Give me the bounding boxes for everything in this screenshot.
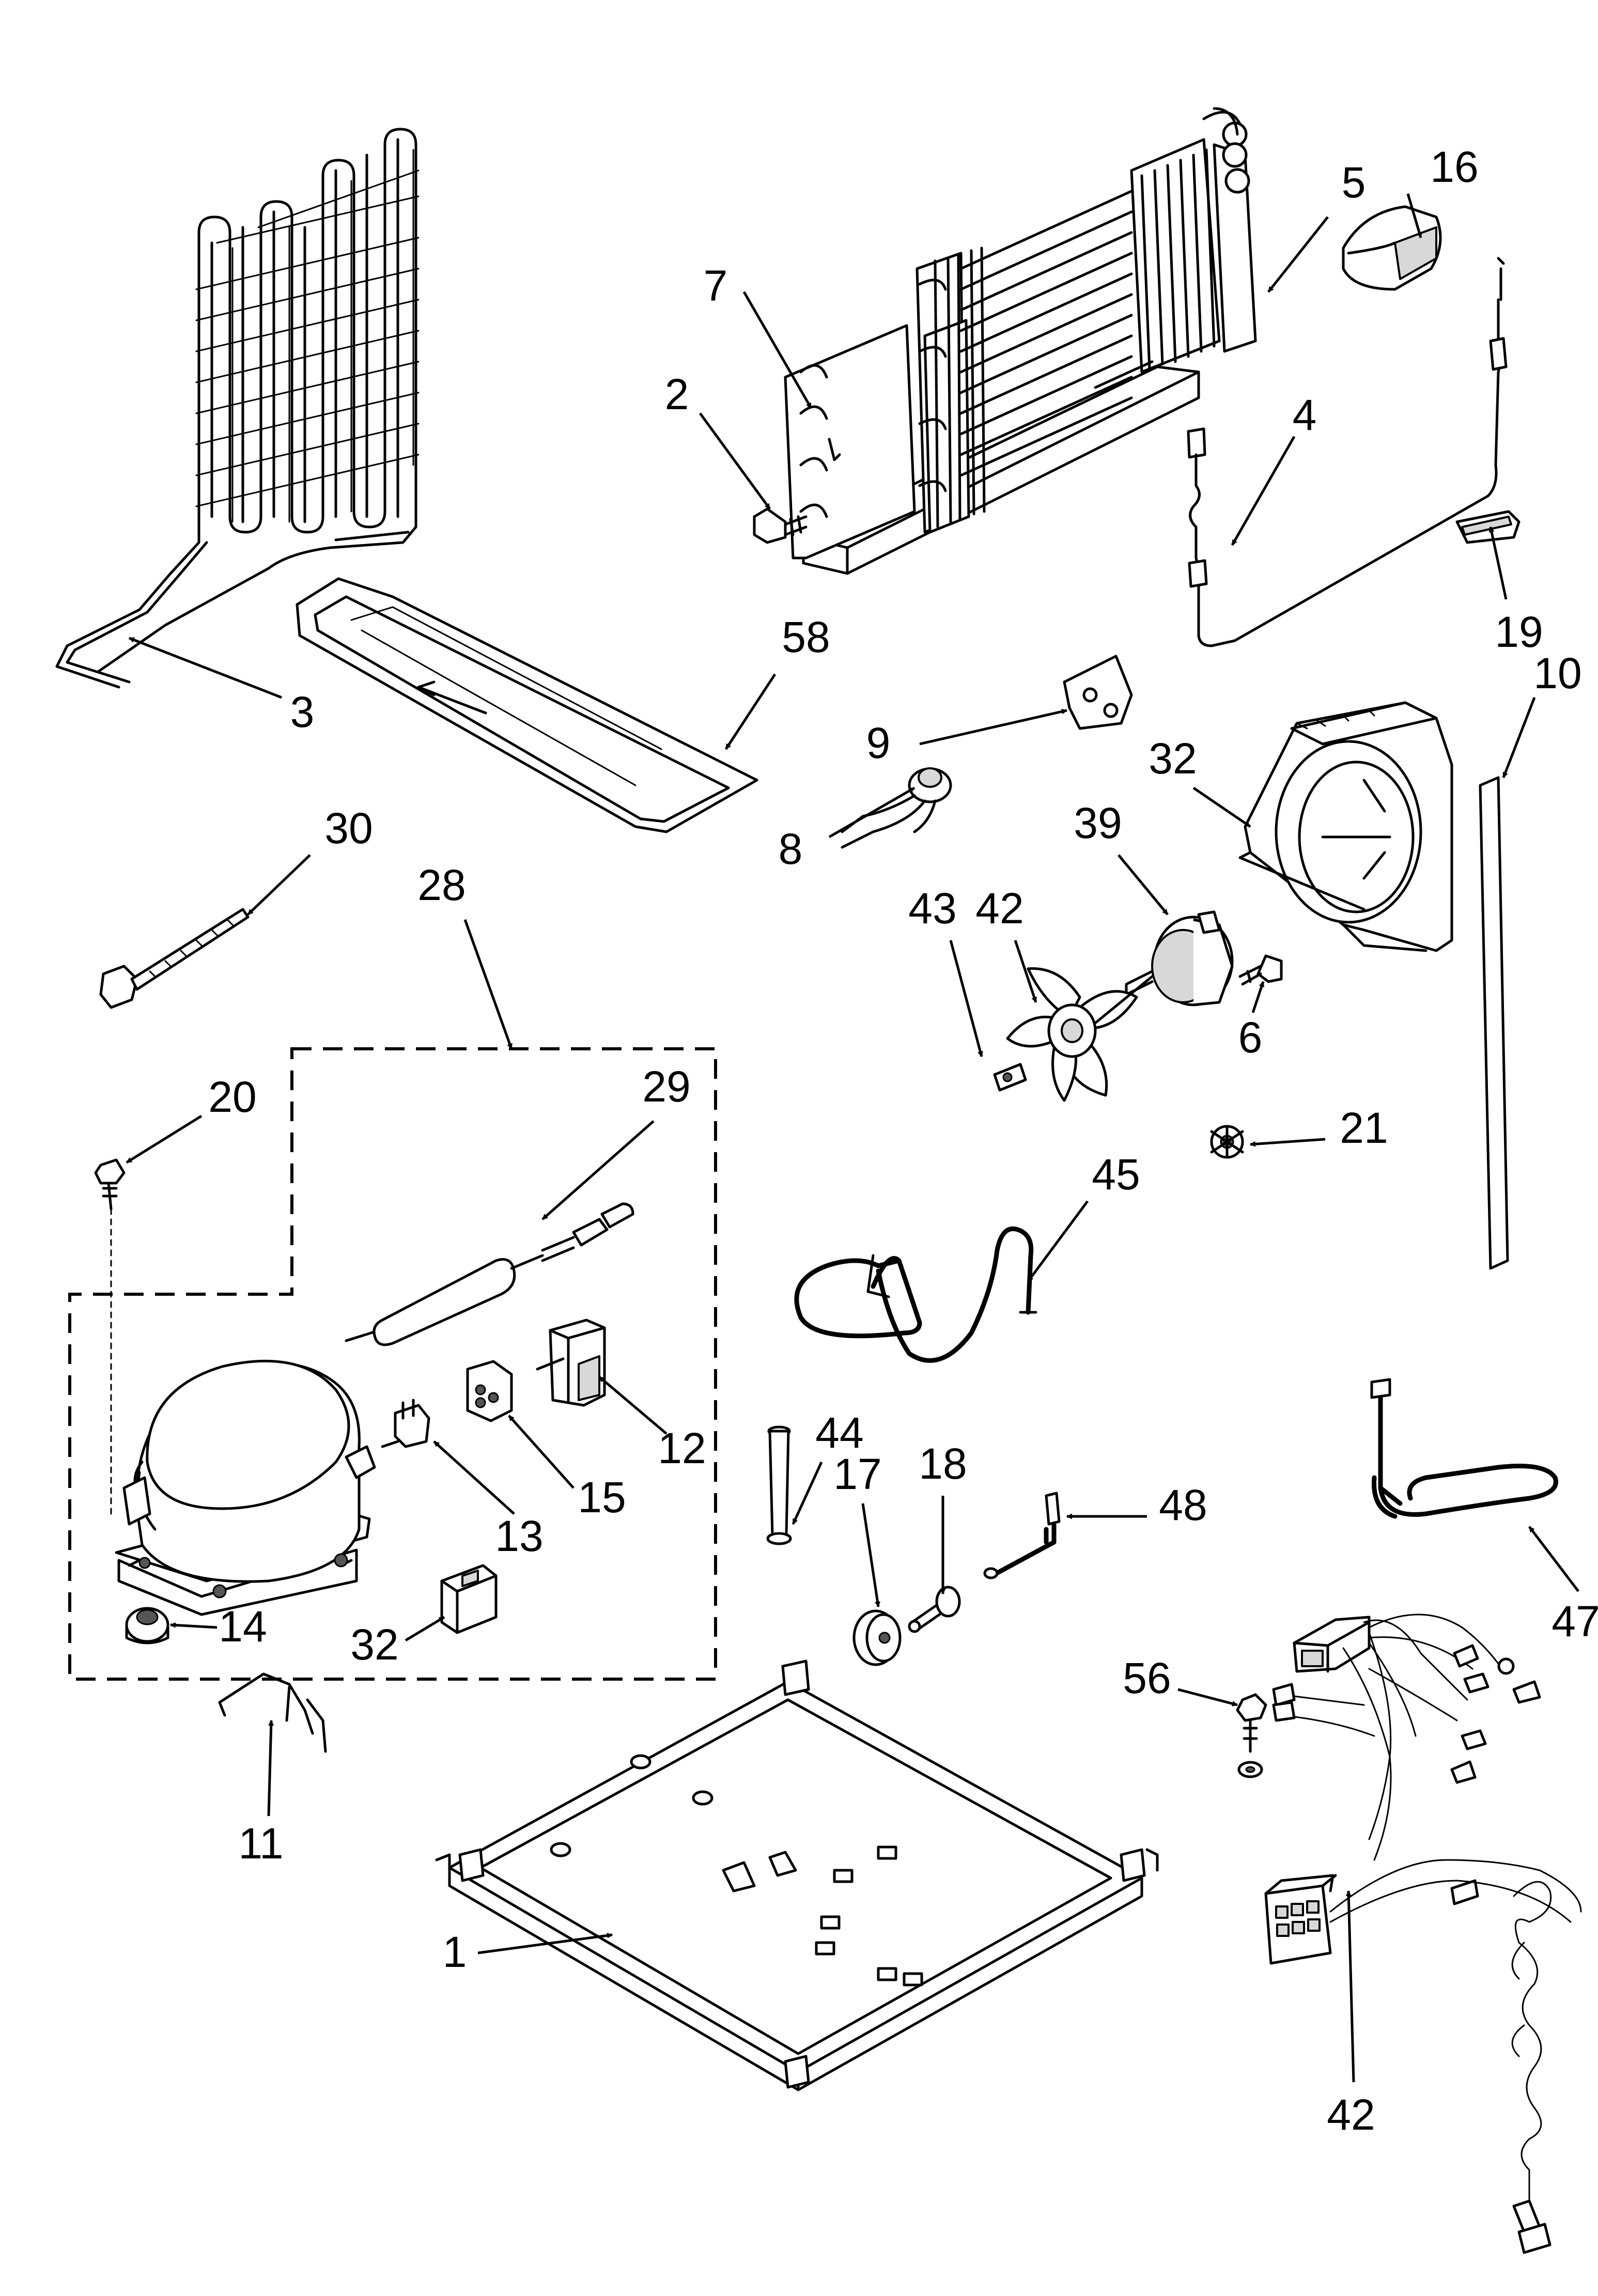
callout-13: 13 xyxy=(495,1512,543,1560)
drain-hose-part-46 xyxy=(794,1227,1037,1363)
callout-32: 32 xyxy=(350,1620,398,1669)
callout-10: 10 xyxy=(1533,649,1581,697)
callout-39: 32 xyxy=(1149,734,1197,783)
cable-tie-part-30 xyxy=(99,908,250,1009)
callout-40: 39 xyxy=(1074,799,1122,847)
clip-part-11 xyxy=(218,1672,327,1753)
callout-20: 20 xyxy=(208,1073,256,1121)
callout-6: 6 xyxy=(1238,1013,1263,1062)
callout-1: 1 xyxy=(443,1928,467,1976)
filter-drier-part-29 xyxy=(345,1202,634,1346)
pin-part-45 xyxy=(766,1425,792,1545)
callout-14: 14 xyxy=(219,1602,267,1651)
bracket-part-9 xyxy=(1063,655,1133,730)
tube-part-47 xyxy=(1370,1378,1558,1519)
capacitor-part-32 xyxy=(440,1564,498,1634)
callout-4: 4 xyxy=(1293,391,1317,439)
condenser-coil-part xyxy=(55,128,420,689)
callout-46: 45 xyxy=(1092,1150,1140,1199)
callout-56: 56 xyxy=(1123,1654,1171,1702)
relay-cover-part-12 xyxy=(536,1318,606,1407)
callout-15: 15 xyxy=(578,1473,626,1522)
fan-shroud-part-39 xyxy=(1238,701,1453,952)
fan-retainer-part-44 xyxy=(993,1063,1027,1092)
callout-58: 58 xyxy=(782,613,830,661)
callout-17: 17 xyxy=(833,1450,881,1498)
screw-part-56 xyxy=(1236,1693,1267,1778)
callout-12: 12 xyxy=(658,1424,706,1472)
compressor-part xyxy=(115,1359,376,1616)
cap-part-16 xyxy=(1342,205,1442,291)
callout-42: 42 xyxy=(1327,2090,1375,2139)
callout-11: 11 xyxy=(238,1819,283,1868)
callout-48: 48 xyxy=(1159,1481,1207,1529)
fan-blade-part-43 xyxy=(1006,967,1154,1102)
callout-43: 42 xyxy=(975,884,1023,933)
callout-5: 5 xyxy=(1342,158,1366,207)
callout-16: 16 xyxy=(1430,143,1478,191)
callout-9: 9 xyxy=(866,719,891,767)
screw-part-20 xyxy=(94,1158,126,1520)
leader-lines xyxy=(126,193,1579,2083)
callout-19: 19 xyxy=(1495,608,1543,656)
compressor-kit-outline xyxy=(68,1047,717,1681)
callout-18: 18 xyxy=(919,1439,967,1488)
callout-28: 28 xyxy=(417,861,466,909)
callout-labels: 3 58 7 2 5 16 4 19 10 9 8 32 39 42 43 6 … xyxy=(208,143,1598,2139)
callout-21: 21 xyxy=(1340,1104,1388,1152)
overload-part-13 xyxy=(381,1399,430,1448)
thermostat-part-8 xyxy=(841,767,952,849)
grommet-part-14 xyxy=(125,1607,169,1645)
strip-part-10 xyxy=(1479,776,1509,1270)
callout-44: 43 xyxy=(908,884,956,933)
callout-7: 7 xyxy=(704,261,728,310)
base-frame-part-1 xyxy=(435,1659,1159,2091)
callout-2: 2 xyxy=(665,370,689,418)
screw-part-2 xyxy=(753,507,808,544)
callout-3: 3 xyxy=(290,688,315,736)
relay-part-15 xyxy=(466,1360,513,1422)
callout-30: 30 xyxy=(324,804,373,852)
wiring-harness-part-42 xyxy=(1264,1614,1582,2254)
clip-part-19 xyxy=(1455,510,1521,544)
thermostat-wire-part-4 xyxy=(1187,257,1508,647)
callout-47: 47 xyxy=(1552,1597,1598,1646)
roller-part-17 xyxy=(852,1609,902,1666)
callout-45: 44 xyxy=(815,1408,863,1457)
drain-pan-part xyxy=(296,577,758,833)
grommet-part-21 xyxy=(1210,1125,1244,1159)
callout-29: 29 xyxy=(642,1062,690,1111)
fan-motor-part-40 xyxy=(1125,910,1234,1006)
evaporator-part xyxy=(784,107,1257,575)
screw-part-6 xyxy=(1238,954,1283,986)
callout-8: 8 xyxy=(779,825,803,873)
tube-part-48 xyxy=(983,1492,1061,1579)
